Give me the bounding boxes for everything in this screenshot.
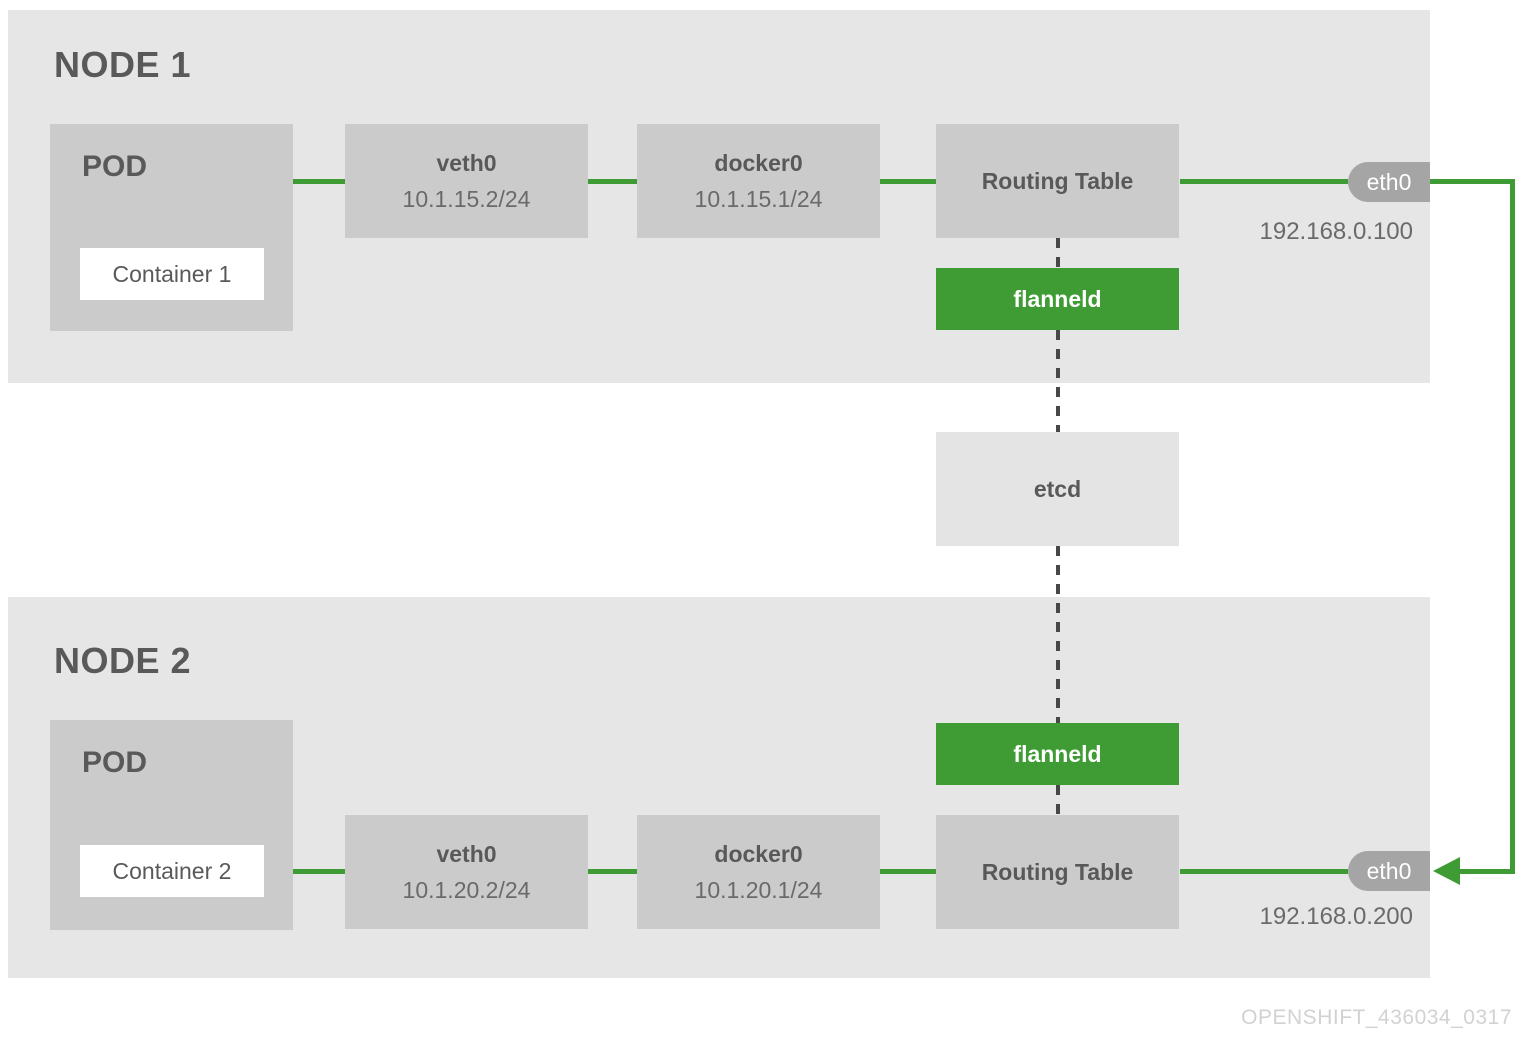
node-2-title: NODE 2	[54, 640, 192, 681]
node-1-routing-table-label: Routing Table	[981, 167, 1134, 194]
node-2-routing-table-label: Routing Table	[981, 858, 1134, 885]
green-link-veth1-docker1	[588, 179, 637, 184]
node-2-flanneld-box: flanneld	[936, 723, 1179, 785]
node-1-veth0-name: veth0	[436, 149, 497, 176]
node-2-docker0-box: docker0 10.1.20.1/24	[637, 815, 880, 929]
node-2-container-box: Container 2	[80, 845, 264, 897]
arrow-left-icon	[1433, 857, 1460, 885]
node-1-pod-label: POD	[82, 150, 148, 183]
etcd-box: etcd	[936, 432, 1179, 546]
dashed-link-flanneld1-etcd	[1056, 330, 1060, 432]
green-link-vertical	[1510, 179, 1515, 874]
green-link-pod2-veth2	[293, 869, 345, 874]
dashed-link-etcd-flanneld2	[1056, 546, 1060, 723]
node-2-pod-label: POD	[82, 746, 148, 779]
node-1-flanneld-box: flanneld	[936, 268, 1179, 330]
node-2-routing-table-box: Routing Table	[936, 815, 1179, 929]
green-link-eth1-out	[1430, 179, 1515, 184]
node-2-docker0-ip: 10.1.20.1/24	[694, 876, 823, 903]
node-1-docker0-ip: 10.1.15.1/24	[694, 185, 823, 212]
green-link-docker2-routing2	[880, 869, 936, 874]
node-1-title: NODE 1	[54, 44, 192, 85]
green-link-routing1-eth1	[1180, 179, 1348, 184]
dashed-link-routing1-flanneld1	[1056, 238, 1060, 268]
node-1-eth0-ip: 192.168.0.100	[1259, 218, 1413, 245]
green-link-veth2-docker2	[588, 869, 637, 874]
watermark-text: OPENSHIFT_436034_0317	[1241, 1006, 1512, 1029]
node-1-veth0-box: veth0 10.1.15.2/24	[345, 124, 588, 238]
node-1-veth0-ip: 10.1.15.2/24	[402, 185, 531, 212]
node-2-veth0-name: veth0	[436, 840, 497, 867]
node-1-eth0-pill: eth0	[1348, 162, 1430, 202]
node-2-veth0-ip: 10.1.20.2/24	[402, 876, 531, 903]
node-2-docker0-name: docker0	[714, 840, 803, 867]
node-1-docker0-box: docker0 10.1.15.1/24	[637, 124, 880, 238]
node-1-container-box: Container 1	[80, 248, 264, 300]
green-link-docker1-routing1	[880, 179, 936, 184]
node-2-eth0-pill: eth0	[1348, 851, 1430, 891]
dashed-link-flanneld2-routing2	[1056, 785, 1060, 815]
green-link-pod1-veth1	[293, 179, 345, 184]
node-1-routing-table-box: Routing Table	[936, 124, 1179, 238]
green-link-in-eth2	[1459, 869, 1515, 874]
node-2-eth0-ip: 192.168.0.200	[1259, 903, 1413, 930]
green-link-routing2-eth2	[1180, 869, 1348, 874]
node-2-veth0-box: veth0 10.1.20.2/24	[345, 815, 588, 929]
node-1-docker0-name: docker0	[714, 149, 803, 176]
